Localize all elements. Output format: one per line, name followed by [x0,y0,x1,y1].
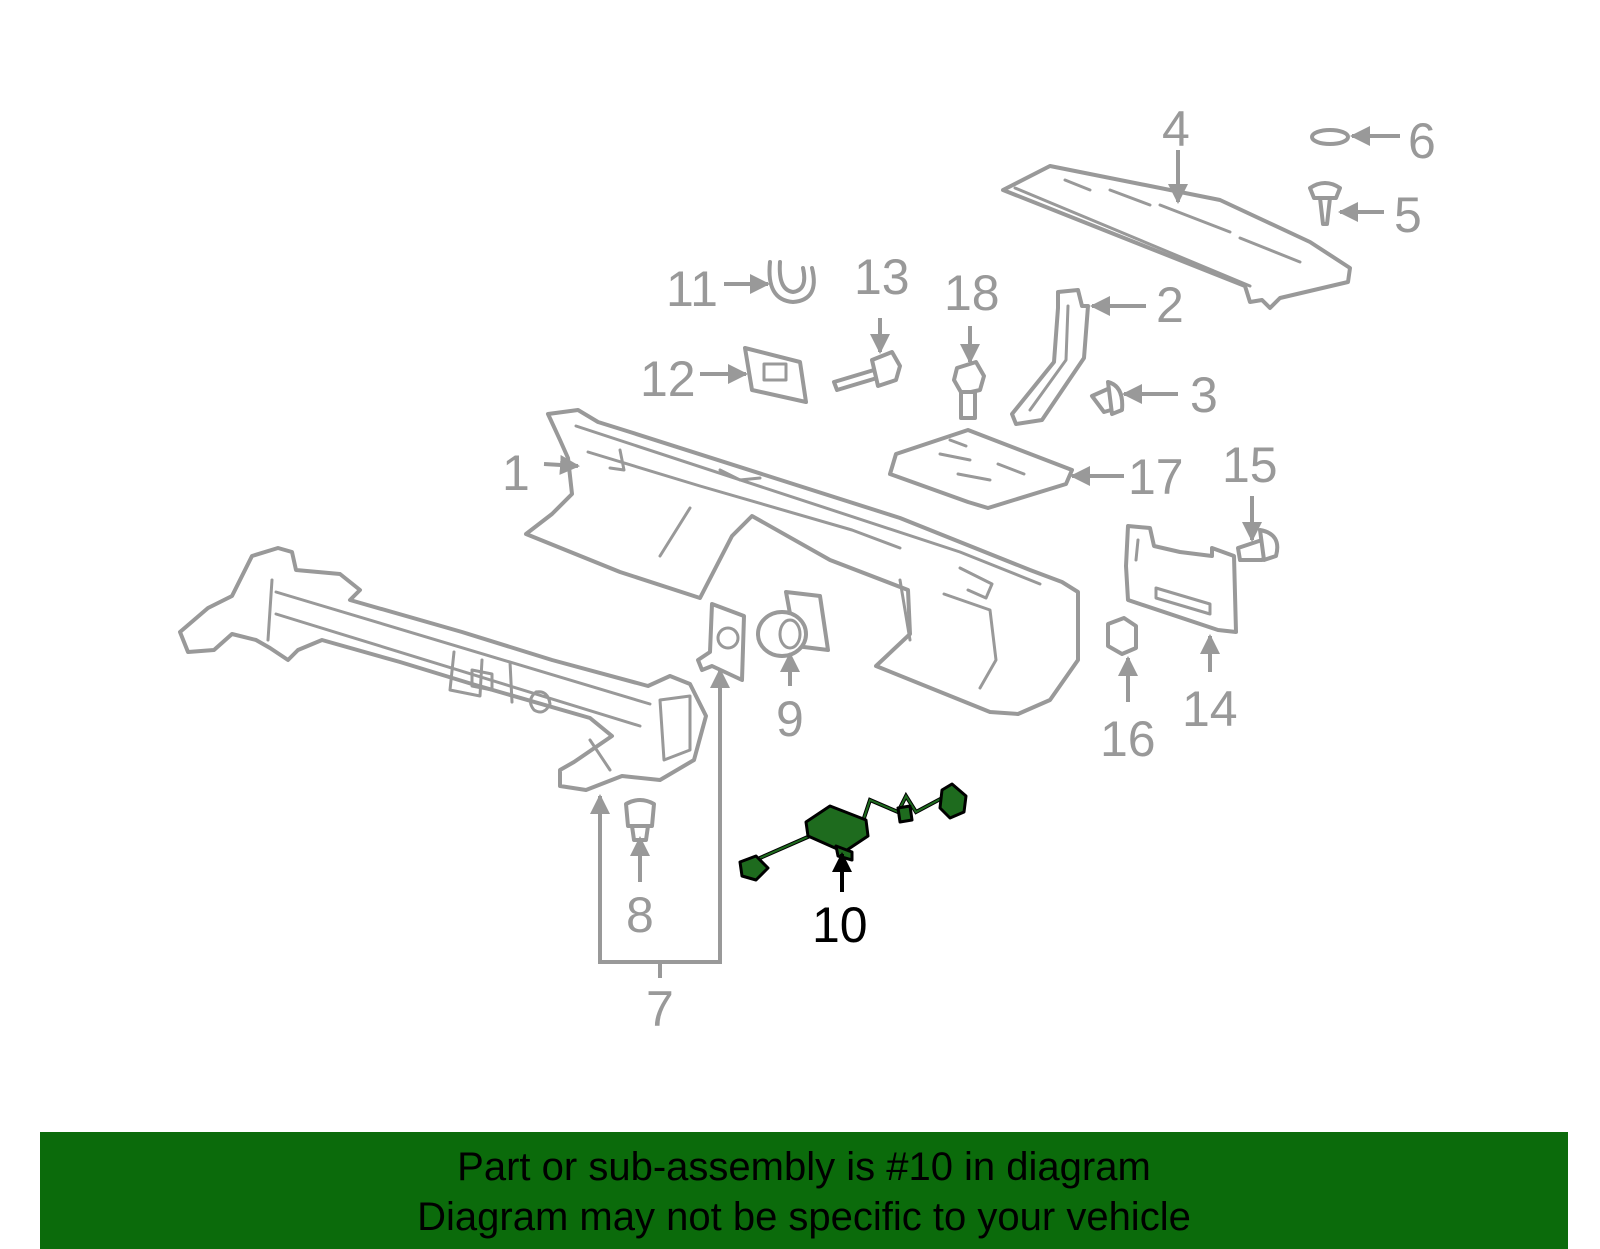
part-2-bracket [1010,288,1090,426]
part-9-sensor [756,590,830,658]
callout-8: 8 [626,887,654,943]
part-17-plate [888,428,1074,510]
part-12-plate [743,346,808,404]
callout-4: 4 [1162,101,1190,157]
part-4-upper-panel [1001,164,1352,310]
part-5-push-pin [1308,181,1342,226]
part-13-bolt [832,350,902,392]
callout-9: 9 [776,691,804,747]
callout-11: 11 [666,261,718,317]
callout-13: 13 [854,249,910,305]
callout-18: 18 [944,265,1000,321]
callout-5: 5 [1394,187,1422,243]
part-1-radiator-support [524,408,1080,716]
part-14-bracket [1124,524,1238,634]
callout-7: 7 [646,981,674,1037]
part-15-push-pin [1236,528,1280,562]
parts-diagram: 1 2 3 4 5 6 7 8 9 10 11 12 13 14 15 16 1… [178,101,1436,1037]
part-11-u-clip [767,260,816,304]
callout-17: 17 [1128,449,1184,505]
callout-1: 1 [502,445,530,501]
banner-line-disclaimer: Diagram may not be specific to your vehi… [417,1195,1191,1239]
callout-3: 3 [1190,367,1218,423]
leader-arrows [543,126,1400,978]
part-10-harness-module [738,782,968,882]
callout-6: 6 [1408,113,1436,169]
callout-15: 15 [1222,437,1278,493]
callout-2: 2 [1156,277,1184,333]
callout-16: 16 [1100,711,1156,767]
part-16-clip [1106,616,1138,656]
part-6-washer [1310,128,1350,146]
part-8-push-pin [624,798,656,842]
part-7-bumper-beam [178,546,708,792]
part-18-stud [952,360,986,420]
callout-labels: 1 2 3 4 5 6 7 8 9 10 11 12 13 14 15 16 1… [502,101,1436,1037]
callout-14: 14 [1182,681,1238,737]
callout-12: 12 [640,351,696,407]
part-7-bracket [696,602,746,682]
info-banner: Part or sub-assembly is #10 in diagram D… [40,1132,1568,1249]
arrow-1 [543,454,580,475]
part-3-push-pin [1090,380,1125,416]
callout-10[interactable]: 10 [812,897,868,953]
banner-line-part: Part or sub-assembly is #10 in diagram [457,1145,1151,1189]
